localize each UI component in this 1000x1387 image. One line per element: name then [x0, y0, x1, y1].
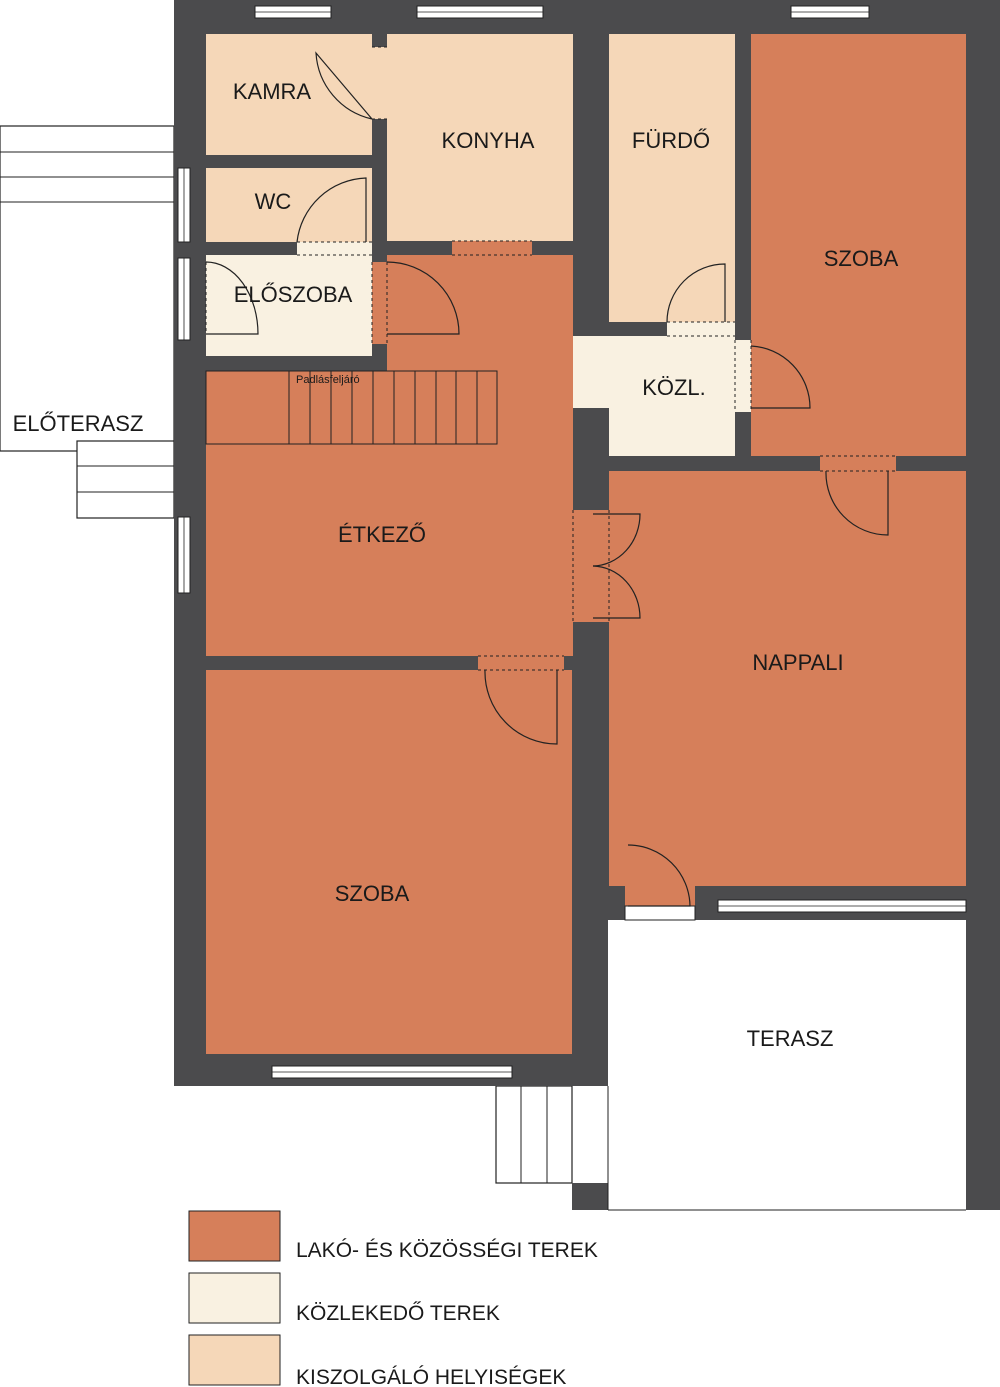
legend-label-circulation: KÖZLEKEDŐ TEREK: [296, 1302, 500, 1325]
label-eloszoba: ELŐSZOBA: [234, 282, 353, 307]
label-wc: WC: [255, 189, 292, 214]
eloszoba-room: [206, 255, 372, 356]
label-padlasfeljaro: Padlásfeljáró: [296, 374, 360, 386]
legend-swatch-living: [188, 1210, 281, 1262]
etkezo-room: [206, 371, 573, 656]
konyha-room: [387, 34, 573, 241]
label-terasz: TERASZ: [747, 1026, 834, 1051]
label-eloterasz: ELŐTERASZ: [13, 411, 144, 436]
front-porch: [0, 125, 175, 519]
legend-label-living: LAKÓ- ÉS KÖZÖSSÉGI TEREK: [296, 1239, 598, 1262]
nappali-room: [609, 471, 966, 886]
room-fills: [206, 34, 966, 1054]
label-szoba-top: SZOBA: [824, 246, 899, 271]
terrace-structure: [572, 920, 1000, 1211]
kozl-room: [609, 336, 735, 456]
eloszoba-annex: [387, 255, 573, 371]
label-nappali: NAPPALI: [752, 650, 843, 675]
room-labels: KAMRA KONYHA FÜRDŐ SZOBA WC ELŐSZOBA Pad…: [13, 79, 899, 1051]
label-szoba-bottom: SZOBA: [335, 881, 410, 906]
label-konyha: KONYHA: [442, 128, 535, 153]
bottom-steps: [495, 1085, 573, 1184]
label-etkezo: ÉTKEZŐ: [338, 522, 426, 547]
szoba-top-room: [751, 34, 966, 456]
label-kozl: KÖZL.: [642, 375, 706, 400]
label-kamra: KAMRA: [233, 79, 312, 104]
windows: [177, 5, 967, 1079]
label-furdo: FÜRDŐ: [632, 128, 710, 153]
wc-room: [206, 168, 372, 242]
kozl-passage: [573, 336, 609, 408]
legend-swatch-circulation: [188, 1272, 281, 1324]
szoba-bottom-room: [206, 670, 572, 1054]
legend: LAKÓ- ÉS KÖZÖSSÉGI TEREK KÖZLEKEDŐ TEREK…: [188, 1210, 598, 1387]
furdo-room: [609, 34, 735, 322]
legend-label-service: KISZOLGÁLÓ HELYISÉGEK: [296, 1366, 566, 1387]
legend-swatch-service: [188, 1334, 281, 1386]
doors: [205, 46, 896, 907]
kamra-room: [206, 34, 372, 155]
attic-stairs: [205, 370, 498, 445]
